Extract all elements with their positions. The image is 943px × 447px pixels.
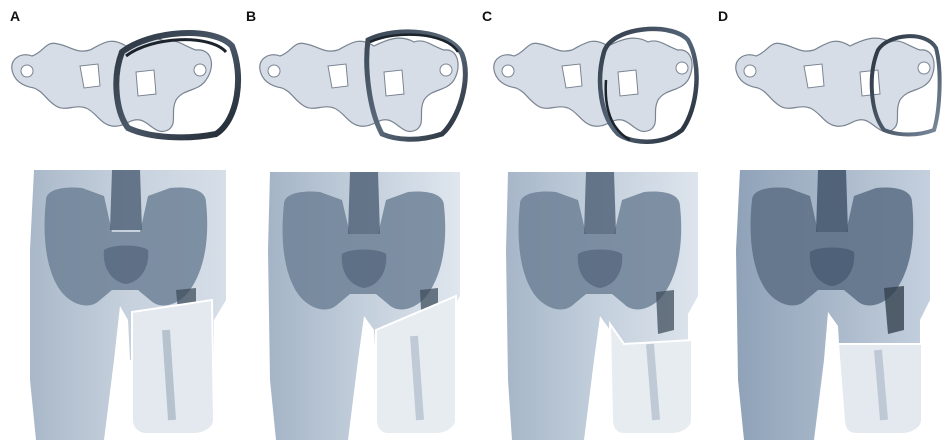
panel-a-illustration	[0, 0, 236, 447]
panel-c: C	[472, 0, 708, 447]
panel-d-illustration	[708, 0, 943, 447]
spine	[584, 172, 616, 234]
cross-section-bone	[260, 38, 458, 131]
panel-d: D	[708, 0, 943, 447]
panel-b-illustration	[236, 0, 472, 447]
panel-a: A	[0, 0, 236, 447]
cross-section-bone	[736, 38, 934, 131]
panel-c-illustration	[472, 0, 708, 447]
femur-shadow	[656, 290, 674, 334]
cross-section-bone	[12, 38, 212, 131]
panel-b: B	[236, 0, 472, 447]
cross-section-bone	[494, 38, 692, 131]
spine	[816, 170, 848, 232]
spine	[348, 172, 380, 234]
spine	[110, 170, 142, 230]
